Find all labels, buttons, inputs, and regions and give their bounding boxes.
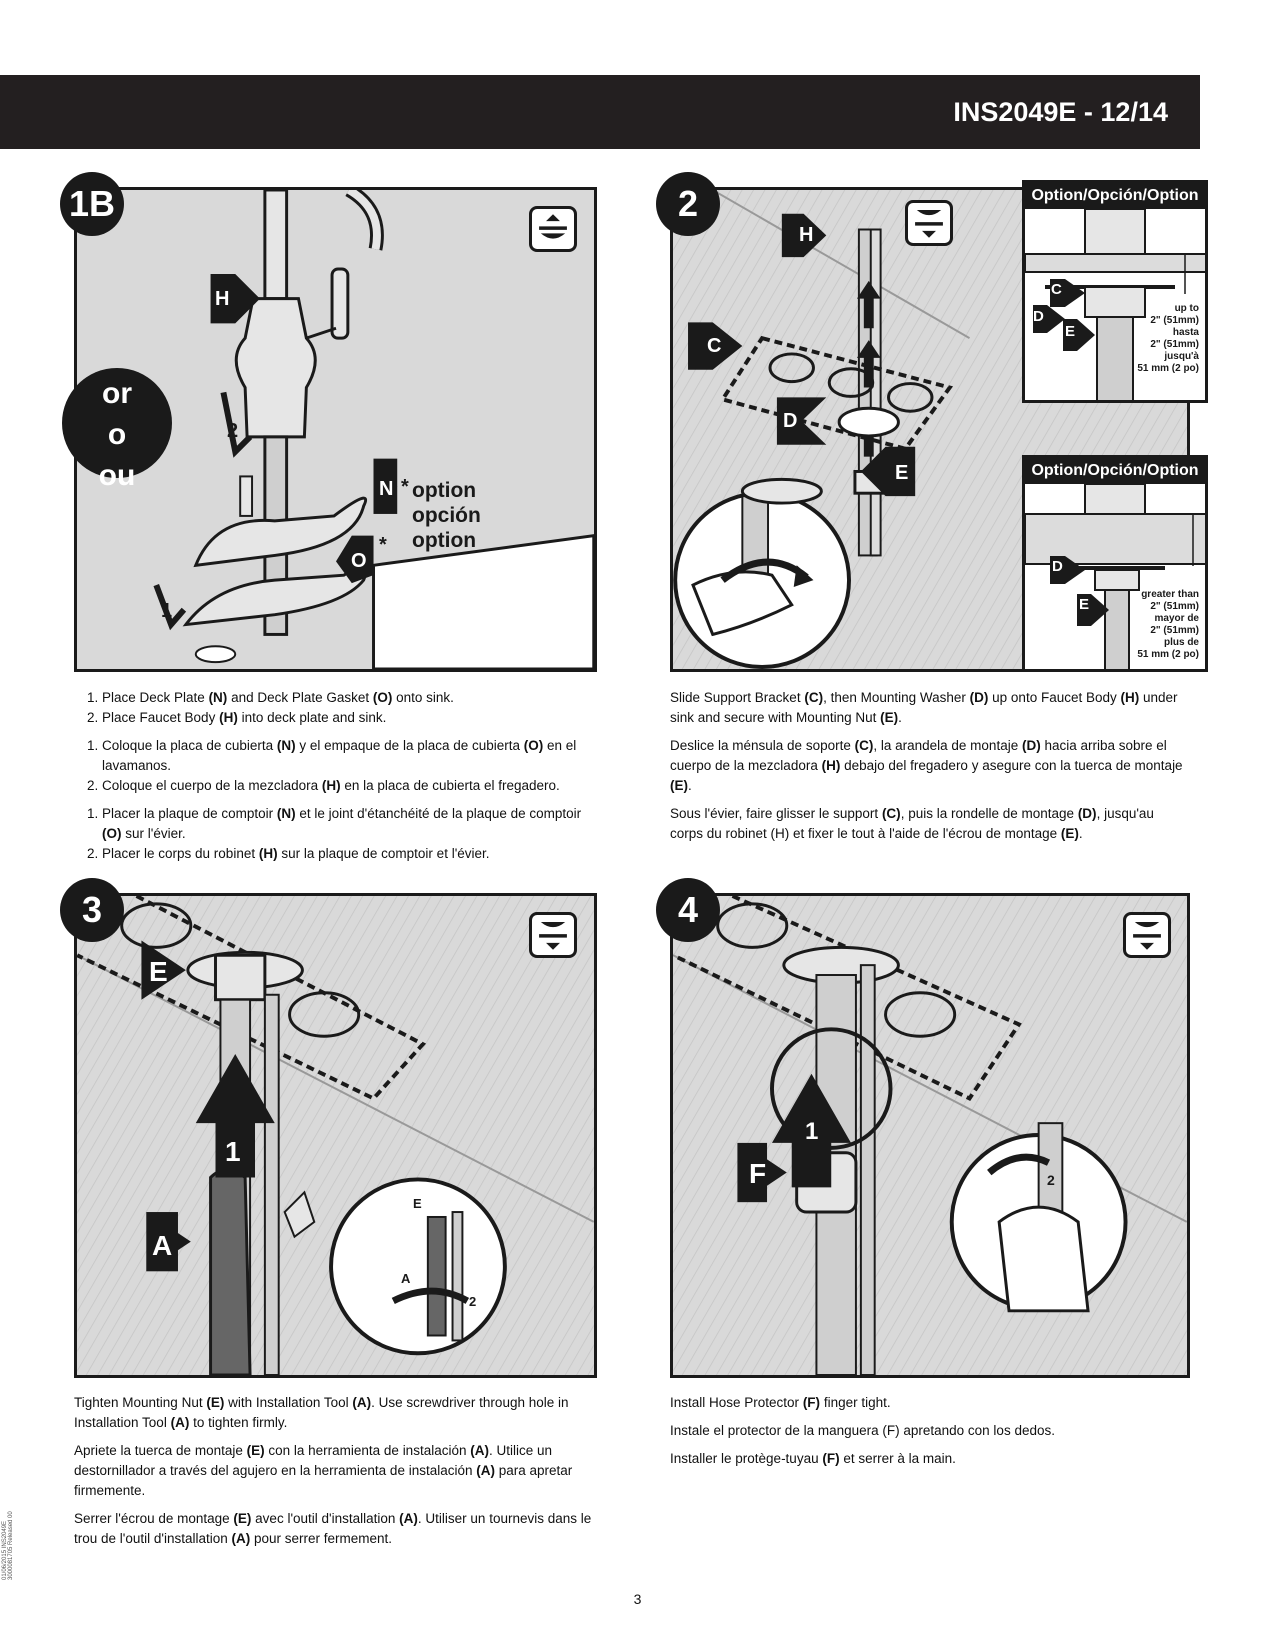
step-4-illustration: F 1 2	[670, 893, 1190, 1378]
inset-label-d: D	[1033, 308, 1044, 325]
inset-title: Option/Opción/Option	[1025, 183, 1205, 209]
option-line-en: option	[412, 479, 477, 502]
side-revision-code: 01/06/2015 INS2049E 3000081705 Released …	[2, 1511, 14, 1580]
or-word-en: or	[102, 377, 132, 410]
header-bar: INS2049E - 12/14	[0, 75, 1200, 149]
instruction-es: Deslice la ménsula de soporte (C), la ar…	[670, 738, 1183, 793]
below-sink-icon	[905, 200, 953, 246]
label-h: H	[215, 288, 230, 310]
inset-arrow-number-2: 2	[1047, 1172, 1055, 1188]
arrow-number-2: 2	[227, 420, 239, 442]
asterisk-n: *	[401, 476, 409, 498]
inset-label-c: C	[1051, 281, 1062, 298]
instruction-es-1: Coloque la placa de cubierta (N) y el em…	[102, 736, 594, 776]
hose-protector-illustration	[673, 896, 1187, 1375]
tighten-nut-illustration	[77, 896, 594, 1375]
instructions-fr: Placer la plaque de comptoir (N) et le j…	[74, 804, 594, 864]
step-badge-4: 4	[656, 878, 720, 942]
asterisk-o: *	[379, 534, 387, 556]
step-3-instructions: Tighten Mounting Nut (E) with Installati…	[74, 1393, 594, 1557]
instruction-es: Apriete la tuerca de montaje (E) con la …	[74, 1443, 573, 1498]
option-line-es: opción	[412, 504, 481, 527]
instructions-es: Coloque la placa de cubierta (N) y el em…	[74, 736, 594, 796]
arrow-number-1: 1	[805, 1118, 819, 1145]
below-sink-icon	[529, 912, 577, 958]
or-word-es: o	[107, 418, 127, 451]
instruction-fr: Serrer l'écrou de montage (E) avec l'out…	[74, 1511, 592, 1546]
arrow-number-1: 1	[225, 1136, 241, 1167]
label-e: E	[895, 462, 909, 484]
or-badge: or o ou	[62, 368, 172, 491]
page-number: 3	[633, 1591, 642, 1607]
instruction-en-2: Place Faucet Body (H) into deck plate an…	[102, 708, 594, 728]
inset-diagram	[1025, 209, 1205, 400]
step-badge-1b: 1B	[60, 172, 124, 236]
document-id: INS2049E - 12/14	[953, 97, 1168, 127]
label-a: A	[152, 1230, 173, 1261]
step-badge-3: 3	[60, 878, 124, 942]
label-f: F	[749, 1158, 767, 1189]
option-line-fr: option	[412, 529, 477, 552]
instruction-en: Install Hose Protector (F) finger tight.	[670, 1395, 891, 1410]
instruction-en: Slide Support Bracket (C), then Mounting…	[670, 690, 1178, 725]
instructions-en: Place Deck Plate (N) and Deck Plate Gask…	[74, 688, 594, 728]
label-h: H	[799, 224, 814, 246]
or-word-fr: ou	[98, 459, 136, 492]
option-label: option opción option	[412, 478, 481, 553]
instruction-es: Instale el protector de la manguera (F) …	[670, 1423, 1055, 1438]
instruction-fr-2: Placer le corps du robinet (H) sur la pl…	[102, 844, 594, 864]
inset-title: Option/Opción/Option	[1025, 458, 1205, 484]
label-d: D	[783, 410, 798, 432]
instruction-fr: Installer le protège-tuyau (F) et serrer…	[670, 1451, 956, 1466]
below-sink-icon	[1123, 912, 1171, 958]
step-2-instructions: Slide Support Bracket (C), then Mounting…	[670, 688, 1190, 852]
instruction-en-1: Place Deck Plate (N) and Deck Plate Gask…	[102, 688, 594, 708]
step-1b-instructions: Place Deck Plate (N) and Deck Plate Gask…	[74, 688, 594, 872]
step-badge-2: 2	[656, 172, 720, 236]
label-e: E	[149, 956, 168, 987]
inset-label-d: D	[1052, 558, 1063, 575]
label-n: N	[379, 478, 394, 500]
instruction-fr-1: Placer la plaque de comptoir (N) et le j…	[102, 804, 594, 844]
instruction-es-2: Coloque el cuerpo de la mezcladora (H) e…	[102, 776, 594, 796]
label-c: C	[707, 335, 722, 357]
arrow-number-1: 1	[161, 600, 173, 622]
inset-label-e: E	[1065, 323, 1076, 340]
inset-label-a: A	[401, 1271, 411, 1286]
inset-arrow-number-2: 2	[469, 1294, 477, 1309]
label-o: O	[351, 550, 367, 572]
faucet-deck-illustration	[153, 190, 594, 669]
instruction-en: Tighten Mounting Nut (E) with Installati…	[74, 1395, 569, 1430]
step-1b-illustration: H N O 2 1 * * option opción option	[74, 187, 597, 672]
step-4-instructions: Install Hose Protector (F) finger tight.…	[670, 1393, 1190, 1477]
inset-label-e: E	[1079, 596, 1090, 613]
instruction-fr: Sous l'évier, faire glisser le support (…	[670, 806, 1154, 841]
step-3-illustration: E A 1 E A 2	[74, 893, 597, 1378]
inset-label-e: E	[413, 1196, 422, 1211]
above-sink-icon	[529, 206, 577, 252]
inset-diagram	[1025, 484, 1205, 669]
